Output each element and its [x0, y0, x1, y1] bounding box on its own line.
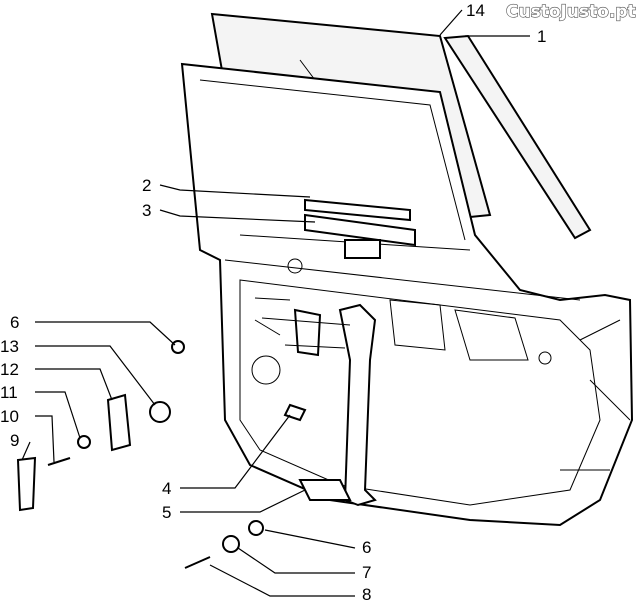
callout-13: 13	[0, 337, 19, 356]
screw-8	[184, 556, 211, 569]
cap-9	[16, 456, 37, 512]
washer-7	[222, 535, 240, 553]
callout-10: 10	[0, 407, 19, 426]
callout-8: 8	[362, 585, 371, 600]
callout-12: 12	[0, 360, 19, 379]
callout-7: 7	[362, 563, 371, 582]
watermark-logo: CustoJusto.pt	[506, 2, 636, 22]
seal-strip-upper	[304, 198, 411, 222]
window-regulator	[338, 303, 377, 507]
seal-strip-lower	[304, 213, 416, 247]
callout-14: 14	[466, 1, 485, 20]
nut-6-left	[171, 340, 185, 354]
clip-12	[106, 393, 132, 452]
callout-1: 1	[537, 27, 546, 46]
callout-5: 5	[162, 503, 171, 522]
grommet-13	[149, 401, 171, 423]
leader-lines	[21, 9, 530, 597]
bracket	[344, 239, 381, 259]
callout-6-bottom: 6	[362, 538, 371, 557]
screw-10	[47, 457, 71, 466]
callout-2: 2	[142, 176, 151, 195]
nut-6-bottom	[248, 520, 264, 536]
quarter-glass	[443, 34, 592, 240]
callout-4: 4	[162, 479, 171, 498]
callout-9: 9	[10, 431, 19, 450]
callout-6-left: 6	[10, 313, 19, 332]
door-frame	[180, 62, 634, 527]
washer-11	[77, 435, 91, 449]
callout-3: 3	[142, 201, 151, 220]
callout-11: 11	[0, 383, 18, 402]
